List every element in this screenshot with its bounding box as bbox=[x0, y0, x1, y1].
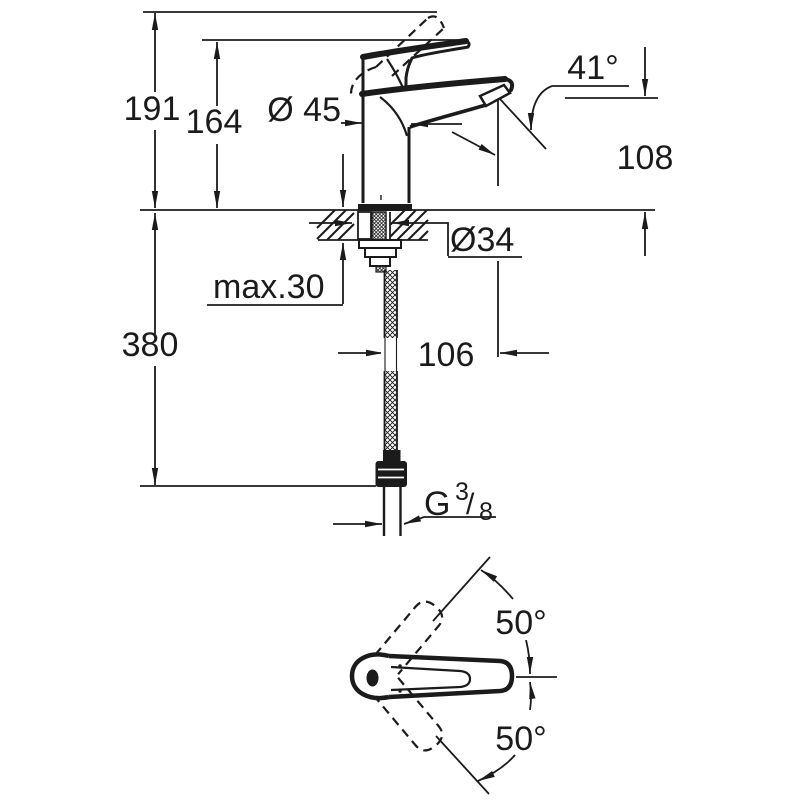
mounting-nut bbox=[364, 247, 397, 258]
dim-total-height: 191 bbox=[124, 13, 181, 208]
hose-nut bbox=[375, 461, 407, 487]
hose-ferrule bbox=[383, 450, 401, 462]
dim-hose-length-label: 380 bbox=[122, 326, 179, 364]
handle-phantom-down bbox=[374, 677, 444, 752]
washer bbox=[358, 239, 402, 249]
handle-phantom-up bbox=[374, 600, 444, 675]
handle-slot bbox=[366, 669, 379, 687]
connection-tube bbox=[382, 487, 402, 536]
dim-total-height-label: 191 bbox=[124, 90, 181, 128]
dim-thread: G 3 / 8 bbox=[333, 478, 496, 528]
dim-hole-diameter-label: Ø34 bbox=[450, 221, 514, 259]
dim-deck-thickness-label: max.30 bbox=[213, 268, 325, 306]
dim-body-diameter: Ø 45 bbox=[267, 91, 462, 129]
handle-raised-phantom bbox=[349, 15, 446, 95]
spout-outlet bbox=[478, 83, 512, 108]
dim-thread-numerator-label: 3 bbox=[455, 478, 469, 506]
dim-handle-height: 164 bbox=[186, 42, 243, 208]
dim-thread-slash-label: / bbox=[466, 488, 475, 521]
dim-thread-g-label: G bbox=[424, 485, 450, 523]
mounting-shank bbox=[357, 211, 402, 273]
top-view: 50° 50° bbox=[349, 556, 557, 795]
countertop-section bbox=[316, 209, 429, 241]
countertop-hatch-left bbox=[316, 209, 355, 241]
dim-hose-length: 380 bbox=[122, 213, 179, 485]
dim-thread-denominator-label: 8 bbox=[479, 498, 493, 526]
body-column bbox=[358, 95, 412, 211]
dim-swivel-up: 50° bbox=[480, 569, 547, 675]
dim-deck-thickness: max.30 bbox=[207, 154, 347, 306]
base-plate bbox=[358, 204, 412, 211]
dim-body-diameter-label: Ø 45 bbox=[267, 91, 341, 129]
countertop-hatch-right bbox=[389, 209, 429, 241]
flex-hose bbox=[375, 270, 407, 487]
dim-spout-reach-label: 106 bbox=[418, 336, 475, 374]
handle-lever bbox=[360, 38, 471, 93]
dim-handle-height-label: 164 bbox=[186, 103, 243, 141]
handle-top-view bbox=[349, 652, 515, 701]
spout bbox=[359, 76, 515, 129]
dim-spout-angle: 41° bbox=[451, 49, 629, 156]
dim-outlet-height-label: 108 bbox=[617, 139, 674, 177]
side-view: 191 164 380 Ø 45 41° bbox=[122, 11, 674, 536]
dim-spout-angle-label: 41° bbox=[567, 49, 618, 87]
dim-hole-diameter: Ø34 bbox=[309, 219, 522, 259]
dim-swivel-down: 50° bbox=[477, 681, 547, 782]
dim-outlet-height: 108 bbox=[617, 47, 674, 256]
swivel-rays bbox=[432, 556, 557, 795]
dim-spout-reach: 106 bbox=[338, 336, 549, 374]
dim-swivel-up-label: 50° bbox=[495, 604, 546, 642]
dim-swivel-down-label: 50° bbox=[495, 720, 546, 758]
faucet-side-profile bbox=[316, 15, 515, 536]
